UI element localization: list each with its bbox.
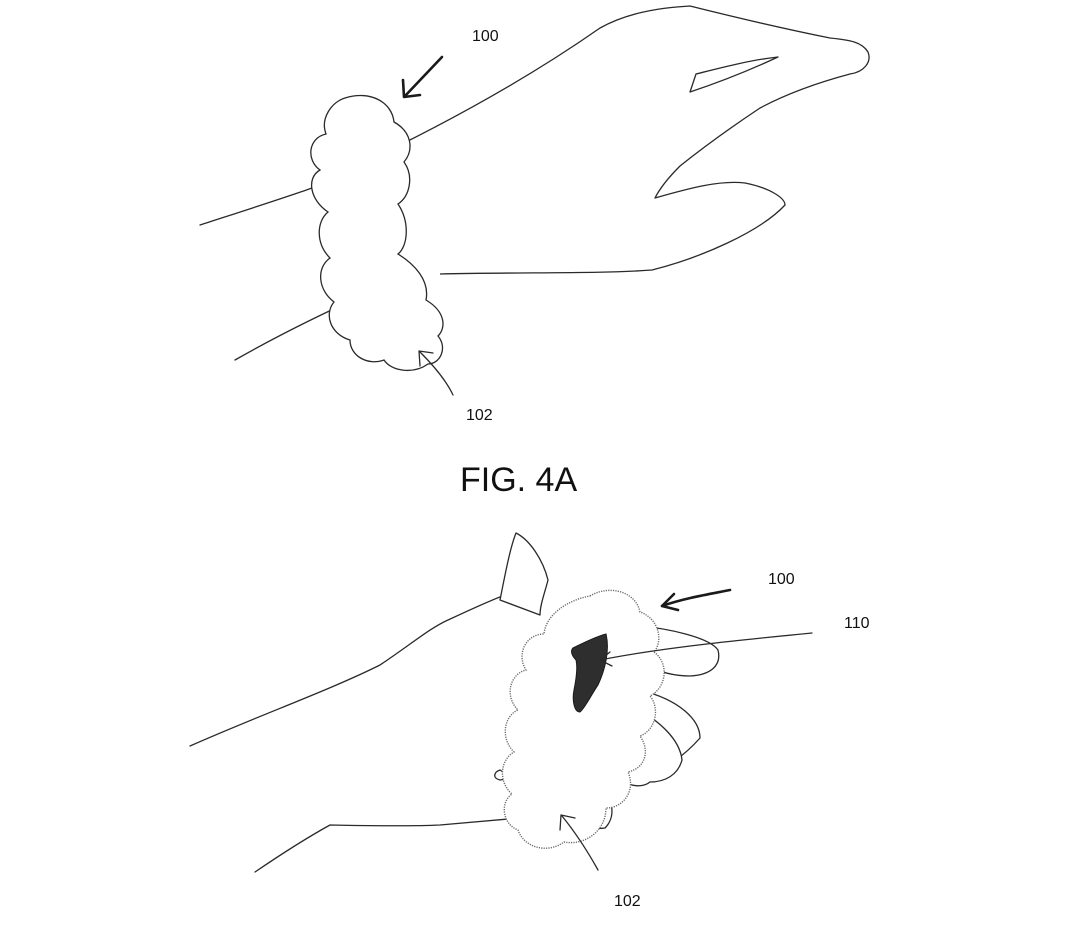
marker-arrow-head bbox=[599, 651, 613, 667]
thumb-outline bbox=[499, 532, 549, 616]
sensor-arrow-head bbox=[559, 814, 576, 831]
device-arrow-head bbox=[401, 78, 422, 99]
hand-outline bbox=[399, 5, 870, 275]
label-device: 100 bbox=[768, 571, 795, 588]
forearm-upper-line bbox=[199, 187, 313, 226]
sensor-arrow bbox=[419, 351, 454, 396]
label-device: 100 bbox=[472, 28, 499, 45]
figure-4a: 100 102 bbox=[199, 5, 870, 424]
forearm-lower-line bbox=[234, 304, 343, 361]
wrist-device bbox=[310, 94, 444, 371]
device-arrow bbox=[403, 55, 444, 98]
marker-110 bbox=[571, 633, 608, 713]
forearm-upper-line bbox=[189, 589, 521, 747]
wrist-device bbox=[501, 589, 665, 849]
marker-arrow bbox=[599, 632, 813, 661]
sensor-arrow bbox=[561, 815, 599, 871]
figure-caption: FIG. 4A bbox=[460, 461, 577, 499]
device-arrow-head bbox=[660, 592, 680, 612]
finger-gap bbox=[689, 56, 779, 93]
figure-4b: 100 110 102 bbox=[189, 532, 870, 910]
forearm-lower-line bbox=[254, 817, 521, 873]
label-sensor: 102 bbox=[614, 893, 641, 910]
label-sensor: 102 bbox=[466, 407, 493, 424]
device-arrow bbox=[660, 588, 732, 608]
sensor-arrow-head bbox=[418, 350, 434, 367]
label-marker: 110 bbox=[844, 615, 870, 632]
